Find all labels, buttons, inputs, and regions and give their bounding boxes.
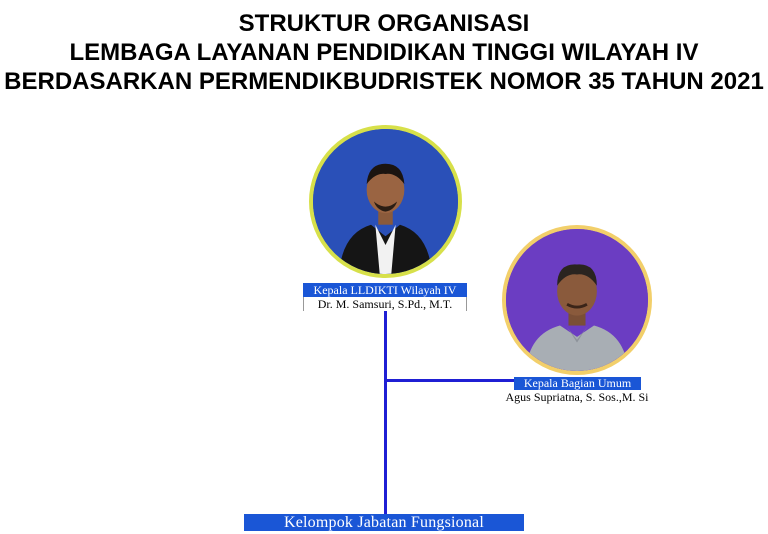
person-portrait-icon (506, 229, 648, 371)
head-position-label: Kepala LLDIKTI Wilayah IV (303, 283, 467, 297)
chart-title-line-3: BERDASARKAN PERMENDIKBUDRISTEK NOMOR 35 … (4, 68, 764, 95)
head-name-label: Dr. M. Samsuri, S.Pd., M.T. (303, 297, 467, 311)
general-affairs-name-label: Agus Supriatna, S. Sos.,M. Si (505, 390, 649, 404)
vertical-connector (384, 311, 387, 514)
head-photo (309, 125, 462, 278)
chart-title-line-2: LEMBAGA LAYANAN PENDIDIKAN TINGGI WILAYA… (69, 39, 699, 66)
branch-connector-general-affairs (386, 379, 514, 382)
functional-group-label: Kelompok Jabatan Fungsional (244, 514, 524, 531)
chart-title-line-1: STRUKTUR ORGANISASI (238, 10, 530, 37)
person-portrait-icon (313, 129, 458, 274)
general-affairs-photo (502, 225, 652, 375)
general-affairs-position-label: Kepala Bagian Umum (514, 377, 641, 390)
